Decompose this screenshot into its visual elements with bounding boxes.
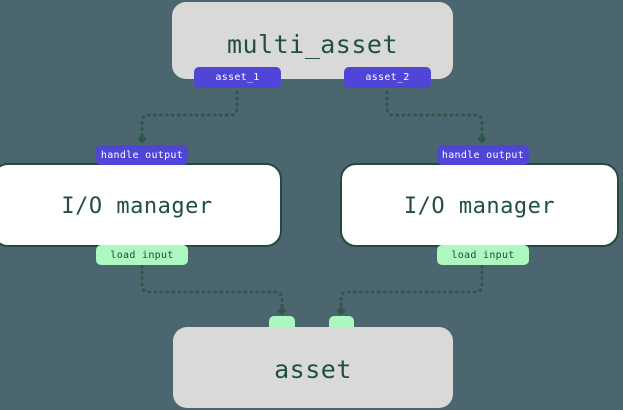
output-port-asset-2[interactable]: asset_2	[344, 67, 431, 88]
node-multi-asset-title: multi_asset	[226, 30, 399, 59]
node-io-manager-right-title: I/O manager	[403, 194, 556, 219]
edge-asset1-to-left-io	[137, 90, 239, 144]
node-io-manager-left-title: I/O manager	[61, 194, 213, 219]
node-io-manager-right[interactable]: I/O manager	[340, 163, 619, 247]
node-io-manager-left[interactable]: I/O manager	[0, 163, 282, 247]
output-port-load-input-right[interactable]: load input	[437, 245, 529, 265]
edge-asset2-to-right-io	[385, 90, 487, 144]
output-port-asset-1[interactable]: asset_1	[194, 67, 281, 88]
node-multi-asset[interactable]: multi_asset	[172, 2, 453, 79]
input-port-handle-output-right[interactable]: handle output	[437, 145, 529, 165]
node-asset-title: asset	[274, 355, 352, 384]
input-port-handle-output-left[interactable]: handle output	[96, 145, 188, 165]
edge-left-io-to-asset-input1	[140, 264, 287, 316]
output-port-load-input-left[interactable]: load input	[96, 245, 188, 265]
node-asset[interactable]: asset	[173, 327, 453, 408]
edge-right-io-to-asset-input2	[336, 264, 484, 316]
